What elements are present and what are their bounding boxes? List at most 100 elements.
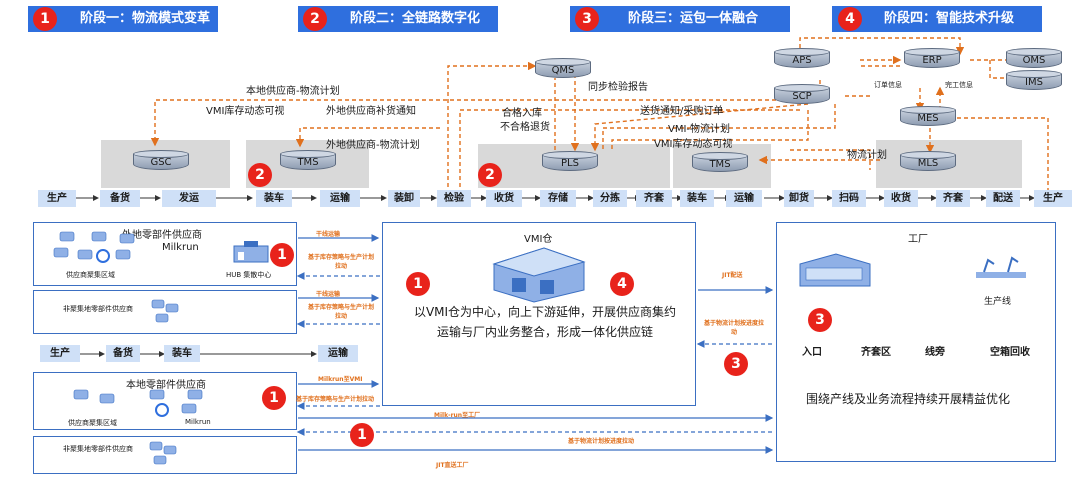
remote-suppliers-title: 外地零部件供应商: [122, 230, 202, 241]
label-strategy-2: 基于库存策略与生产计划拉动: [307, 304, 374, 320]
pls-database-icon: PLS: [542, 151, 598, 171]
process-step: 生产: [38, 190, 76, 207]
stage-header-2: 阶段二：全链路数字化: [298, 6, 498, 32]
label-logistics-plan: 物流计划: [847, 150, 887, 161]
tms-database-icon-1: TMS: [280, 150, 336, 170]
process-step: 装车: [680, 190, 714, 207]
label-trunk-1: 干线运输: [316, 231, 341, 238]
label-finish-info: 完工信息: [945, 81, 973, 89]
mid-process-step: 生产: [40, 345, 80, 362]
badge-stage2-pls: 2: [478, 163, 502, 187]
gsc-database-icon: GSC: [133, 150, 189, 170]
production-line-icon: [974, 252, 1028, 282]
badge-vmi-1: 1: [406, 272, 430, 296]
process-step: 收货: [884, 190, 918, 207]
local-suppliers-box: [33, 372, 297, 430]
oms-database-icon: OMS: [1006, 48, 1062, 68]
stage-header-4: 阶段四：智能技术升级: [832, 6, 1042, 32]
badge-stage2-tms: 2: [248, 163, 272, 187]
stage-header-1: 阶段一：物流模式变革: [28, 6, 218, 32]
label-local-plan: 本地供应商-物流计划: [246, 86, 340, 97]
process-step: 卸货: [784, 190, 814, 207]
factory-title: 工厂: [908, 234, 928, 245]
mes-database-icon: MES: [900, 106, 956, 126]
process-step: 配送: [986, 190, 1020, 207]
process-step: 齐套: [636, 190, 672, 207]
cluster-label-3: 供应商聚集区域: [68, 419, 117, 427]
process-step: 运输: [320, 190, 360, 207]
label-jit-direct: JIT直送工厂: [436, 462, 469, 469]
process-step: 备货: [100, 190, 140, 207]
hub-building-icon: [230, 238, 274, 266]
mls-database-icon: MLS: [900, 151, 956, 171]
label-jit: JIT配送: [722, 272, 743, 279]
qms-database-icon: QMS: [535, 58, 591, 78]
label-trunk-2: 干线运输: [316, 291, 341, 298]
label-remote-notice: 外地供应商补货通知: [326, 106, 416, 117]
stage-number-4: 4: [838, 7, 862, 31]
tms-database-icon-2: TMS: [692, 152, 748, 172]
process-step: 扫码: [832, 190, 866, 207]
label-order-info: 订单信息: [874, 81, 902, 89]
erp-database-icon: ERP: [904, 48, 960, 68]
label-unqualified: 不合格退货: [500, 122, 550, 133]
process-step: 齐套: [936, 190, 970, 207]
label-strategy-1: 基于库存策略与生产计划拉动: [307, 254, 374, 270]
non-cluster-title-2: 非聚集地零部件供应商: [63, 445, 133, 453]
process-step: 收货: [486, 190, 522, 207]
label-vmi-plan: VMI-物流计划: [668, 124, 731, 135]
mid-process-step: 装车: [164, 345, 200, 362]
factory-tab: 空箱回收: [980, 344, 1040, 361]
ims-database-icon: IMS: [1006, 70, 1062, 90]
badge-right-3: 3: [724, 352, 748, 376]
badge-box1: 1: [270, 243, 294, 267]
stage-number-1: 1: [33, 7, 57, 31]
supplier-cluster-icon-1: [50, 230, 140, 266]
badge-box2: 1: [350, 423, 374, 447]
milkrun-label-3: Milkrun: [185, 418, 211, 426]
non-cluster-title-1: 非聚集地零部件供应商: [63, 305, 133, 313]
badge-box3: 1: [262, 386, 286, 410]
label-qualified: 合格入库: [502, 108, 542, 119]
process-step: 装卸: [388, 190, 420, 207]
label-delivery-notice: 送货通知/采购订单: [640, 106, 724, 117]
non-cluster-suppliers-box-2: [33, 436, 297, 474]
supplier-icon-2: [150, 298, 180, 326]
label-milkrun-vmi: Milkrun至VMI: [318, 376, 363, 383]
label-vmi-visible-2: VMI库存动态可视: [654, 139, 733, 150]
label-pull-right: 基于物流计划按进度拉动: [704, 320, 765, 336]
non-cluster-suppliers-box-1: [33, 290, 297, 334]
process-step: 发运: [162, 190, 216, 207]
scp-database-icon: SCP: [774, 84, 830, 104]
process-step: 生产: [1034, 190, 1072, 207]
mid-process-step: 备货: [106, 345, 140, 362]
factory-tab: 入口: [796, 344, 828, 361]
badge-factory: 3: [808, 308, 832, 332]
supplier-icon-4: [148, 440, 178, 468]
vmi-title: VMI仓: [524, 234, 553, 245]
label-milkrun-factory: Milk-run至工厂: [434, 412, 481, 419]
local-suppliers-title: 本地零部件供应商: [126, 380, 206, 391]
stage-header-3: 阶段三：运包一体融合: [570, 6, 790, 32]
label-pull-progress: 基于物流计划按进度拉动: [568, 438, 635, 445]
label-strategy-3: 基于库存策略与生产计划拉动: [296, 396, 375, 403]
label-sync-report: 同步检验报告: [588, 82, 648, 93]
warehouse-icon: [484, 244, 594, 304]
supplier-cluster-icon-3: [70, 388, 220, 418]
label-remote-plan: 外地供应商-物流计划: [326, 140, 420, 151]
mid-process-step: 运输: [318, 345, 358, 362]
factory-tab: 线旁: [918, 344, 952, 361]
stage-number-2: 2: [303, 7, 327, 31]
process-step: 运输: [726, 190, 762, 207]
milkrun-label-1: Milkrun: [162, 242, 199, 253]
label-vmi-visible: VMI库存动态可视: [206, 106, 285, 117]
hub-label: HUB 集散中心: [226, 271, 272, 279]
process-step: 存储: [540, 190, 576, 207]
process-step: 分拣: [593, 190, 627, 207]
vmi-description: 以VMI仓为中心，向上下游延伸，开展供应商集约运输与厂内业务整合，形成一体化供应…: [413, 305, 677, 339]
badge-vmi-4: 4: [610, 272, 634, 296]
production-line-label: 生产线: [984, 297, 1012, 307]
stage-number-3: 3: [575, 7, 599, 31]
aps-database-icon: APS: [774, 48, 830, 68]
process-step: 装车: [256, 190, 292, 207]
